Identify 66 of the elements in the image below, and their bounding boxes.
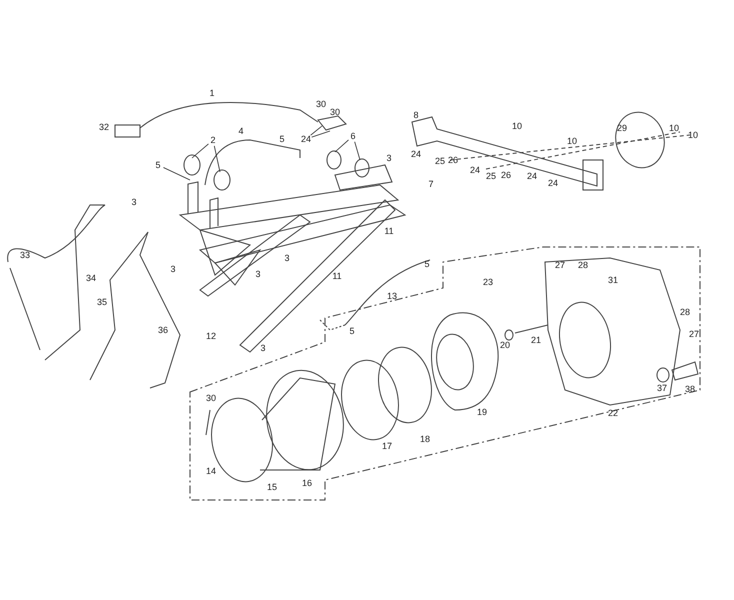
- callout-number: 3: [132, 197, 136, 207]
- callout-number: 7: [428, 179, 434, 189]
- leader-line: [192, 144, 209, 158]
- callout-number: 15: [267, 482, 277, 492]
- callout-number: 3: [284, 253, 290, 263]
- callout-number: 14: [206, 466, 216, 476]
- callout-number: 28: [578, 260, 588, 270]
- callout-number: 5: [156, 160, 160, 170]
- callout-number: 27: [689, 329, 699, 339]
- callout-number: 19: [477, 407, 487, 417]
- callout-number: 18: [420, 434, 430, 444]
- callout-number: 24: [470, 165, 480, 175]
- callout-number: 34: [86, 273, 96, 283]
- callout-number: 12: [206, 331, 216, 341]
- callout-number: 17: [382, 441, 392, 451]
- callout-number: 3: [260, 343, 266, 353]
- leader-line: [334, 140, 349, 152]
- callout-number: 5: [350, 326, 354, 336]
- callout-number: 25: [486, 171, 496, 181]
- callout-number: 16: [302, 478, 312, 488]
- callout-number: 37: [657, 383, 667, 393]
- callout-number: 1: [210, 88, 214, 98]
- callout-number: 21: [531, 335, 541, 345]
- callout-number: 6: [350, 131, 356, 141]
- callout-number: 26: [501, 170, 511, 180]
- callout-number: 24: [301, 134, 311, 144]
- callout-number: 25: [435, 156, 445, 166]
- callout-number: 24: [527, 171, 537, 181]
- callout-number: 31: [608, 275, 618, 285]
- callout-number: 20: [500, 340, 510, 350]
- callout-number: 22: [608, 408, 618, 418]
- callout-number: 10: [669, 123, 679, 133]
- callout-number: 5: [280, 134, 284, 144]
- callout-number: 3: [386, 153, 392, 163]
- callout-number: 10: [688, 130, 698, 140]
- leader-line: [354, 141, 360, 160]
- callout-number: 10: [512, 121, 522, 131]
- callout-number: 30: [206, 393, 216, 403]
- callout-number: 23: [483, 277, 493, 287]
- callout-number: 13: [387, 291, 397, 301]
- callout-number: 3: [256, 269, 260, 279]
- callout-number: 11: [384, 226, 394, 236]
- callout-number: 11: [332, 271, 342, 281]
- callout-number: 24: [411, 149, 421, 159]
- callout-number: 32: [99, 122, 109, 132]
- callout-number: 2: [210, 135, 216, 145]
- callout-number: 35: [97, 297, 107, 307]
- leader-line: [163, 167, 190, 180]
- callout-number: 36: [158, 325, 168, 335]
- leader-line: [311, 130, 330, 138]
- callout-number: 33: [20, 250, 30, 260]
- callout-number: 27: [555, 260, 565, 270]
- callout-number: 3: [170, 264, 176, 274]
- callout-number: 38: [685, 384, 695, 394]
- leader-line: [214, 145, 220, 172]
- callout-number: 29: [617, 123, 627, 133]
- callout-number: 28: [680, 307, 690, 317]
- leader-line: [310, 126, 322, 136]
- callout-number: 4: [238, 126, 244, 136]
- callout-number: 10: [567, 136, 577, 146]
- callout-number: 24: [548, 178, 558, 188]
- callout-number: 26: [448, 155, 458, 165]
- callout-number: 8: [414, 110, 418, 120]
- callout-number: 30: [316, 99, 326, 109]
- callout-number: 30: [330, 107, 340, 117]
- callout-number: 5: [424, 259, 430, 269]
